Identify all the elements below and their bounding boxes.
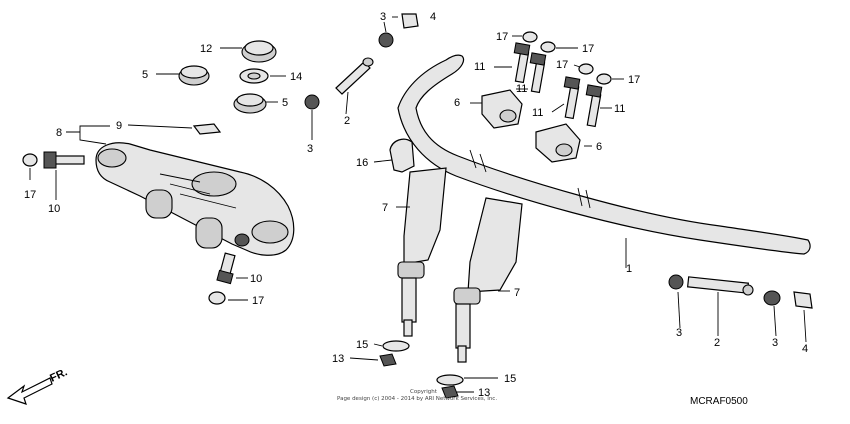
callout-3-top: 3 xyxy=(380,11,386,23)
callout-15-left: 15 xyxy=(356,339,368,351)
callout-11-d: 11 xyxy=(614,103,625,115)
bolts-11 xyxy=(513,42,603,128)
mount-pin-top xyxy=(304,13,419,110)
callout-6-bottom: 6 xyxy=(596,141,602,153)
callout-17-top-c: 17 xyxy=(556,59,568,71)
rubber-cap xyxy=(241,40,277,63)
rubber-5-right xyxy=(233,93,267,114)
holder-upper-bottom xyxy=(535,123,581,163)
callout-10-left: 10 xyxy=(48,203,60,215)
callout-4-right: 4 xyxy=(802,343,808,355)
bolt-10-bottom xyxy=(208,252,236,305)
callout-11-a: 11 xyxy=(474,61,485,73)
handlebar xyxy=(397,54,811,255)
callout-7-right: 7 xyxy=(514,287,520,299)
diagram-code: MCRAF0500 xyxy=(690,396,748,407)
callout-12: 12 xyxy=(200,43,212,55)
callout-2-top: 2 xyxy=(344,115,350,127)
callout-3-mid: 3 xyxy=(307,143,313,155)
callout-14: 14 xyxy=(290,71,302,83)
callout-15-right: 15 xyxy=(504,373,516,385)
bolt-10-left xyxy=(22,151,85,169)
callout-5-right: 5 xyxy=(282,97,288,109)
leader-lines xyxy=(29,16,807,393)
riser-left xyxy=(397,167,447,337)
callout-16: 16 xyxy=(356,157,368,169)
callout-2-right: 2 xyxy=(714,337,720,349)
callout-17-top-b: 17 xyxy=(582,43,594,55)
callout-10-bottom: 10 xyxy=(250,273,262,285)
front-arrow-icon xyxy=(6,377,53,405)
callout-6-top: 6 xyxy=(454,97,460,109)
callouts: 1 2 2 3 3 3 3 4 4 5 5 6 6 7 7 8 9 10 10 … xyxy=(24,11,808,399)
callout-9: 9 xyxy=(116,120,122,132)
callout-7-left: 7 xyxy=(382,202,388,214)
copyright-line-1: Copyright xyxy=(410,389,438,395)
callout-11-b: 11 xyxy=(516,83,527,95)
plate-9 xyxy=(192,123,222,135)
rubber-5-left xyxy=(178,65,210,86)
copyright-line-2: Page design (c) 2004 - 2014 by ARI Netwo… xyxy=(337,396,497,402)
callout-11-c: 11 xyxy=(532,107,543,119)
callout-13-right: 13 xyxy=(478,387,490,399)
holder-16 xyxy=(389,138,415,173)
callout-17-top-a: 17 xyxy=(496,31,508,43)
callout-5-left: 5 xyxy=(142,69,148,81)
top-bridge xyxy=(95,142,295,256)
callout-1: 1 xyxy=(626,263,632,275)
callout-17-left: 17 xyxy=(24,189,36,201)
caps-17 xyxy=(522,31,612,85)
front-indicator: FR. xyxy=(48,366,69,384)
callout-4-top: 4 xyxy=(430,11,436,23)
callout-3-right-a: 3 xyxy=(676,327,682,339)
callout-8: 8 xyxy=(56,127,62,139)
riser-right xyxy=(453,197,523,363)
callout-3-right-b: 3 xyxy=(772,337,778,349)
callout-13-left: 13 xyxy=(332,353,344,365)
washer-14 xyxy=(239,68,269,84)
callout-17-bottom: 17 xyxy=(252,295,264,307)
mount-pin-right xyxy=(668,274,813,309)
holder-upper-top xyxy=(481,89,523,129)
nuts-13 xyxy=(379,353,459,399)
washers-15 xyxy=(382,340,464,386)
callout-17-top-d: 17 xyxy=(628,74,640,86)
